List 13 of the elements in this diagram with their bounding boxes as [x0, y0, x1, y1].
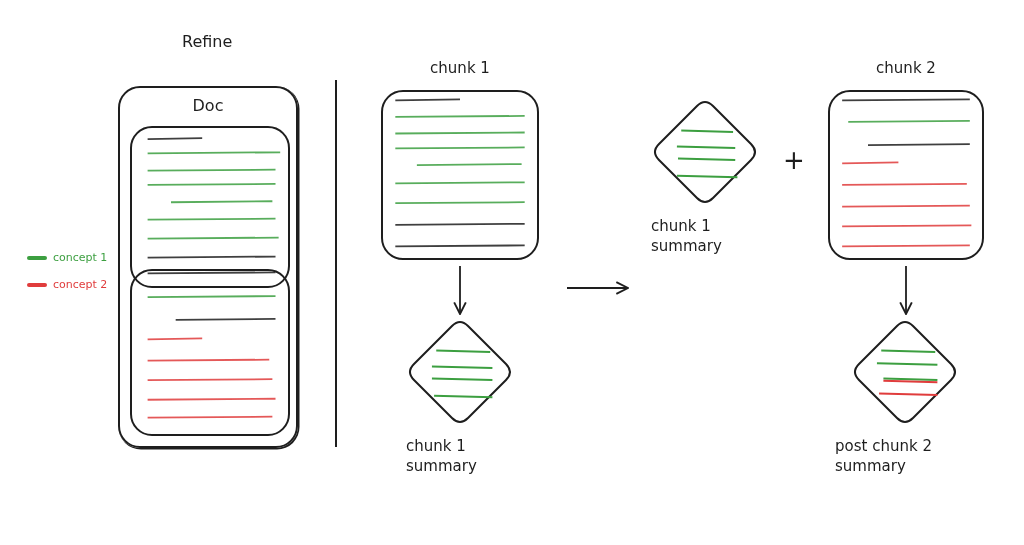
- summary-caption: post chunk 2 summary: [835, 436, 933, 476]
- summary-caption: chunk 1 summary: [651, 216, 723, 256]
- legend-label: concept 2: [53, 277, 108, 293]
- document-box: [118, 86, 298, 448]
- arrow: [899, 265, 913, 315]
- summary-caption: chunk 1 summary: [406, 436, 478, 476]
- arrow: [453, 265, 467, 315]
- plus-sign: +: [783, 146, 805, 174]
- legend-label: concept 1: [53, 250, 108, 266]
- title: Refine: [182, 32, 233, 52]
- chunk-heading: chunk 2: [875, 58, 937, 78]
- box-heading: Doc: [191, 96, 225, 116]
- chunk-heading: chunk 1: [429, 58, 491, 78]
